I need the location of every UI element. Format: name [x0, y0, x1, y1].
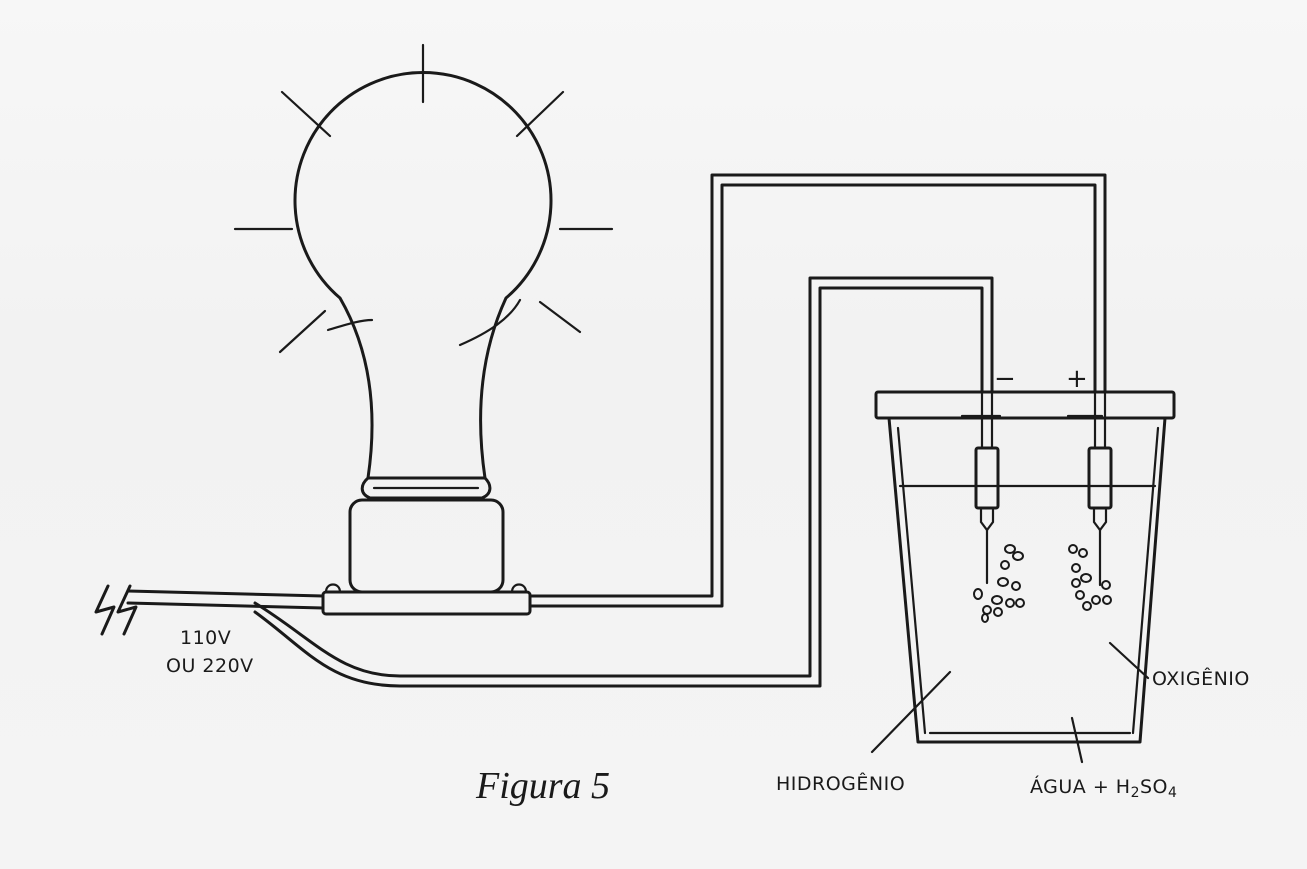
- hydrogen-bubbles: [973, 544, 1025, 623]
- light-bulb: [293, 71, 553, 500]
- solution-subscript-2: 4: [1168, 785, 1178, 801]
- solution-subscript-1: 2: [1130, 785, 1140, 801]
- lamp-socket: [321, 498, 532, 616]
- figure-caption: Figura 5: [476, 765, 611, 807]
- electrolysis-cell: [874, 390, 1176, 744]
- oxygen-label: OXIGÊNIO: [1152, 668, 1250, 690]
- negative-sign: −: [994, 364, 1016, 394]
- hydrogen-label: HIDROGÊNIO: [776, 773, 906, 795]
- leader-lines: [870, 641, 1150, 764]
- voltage-line-2: OU 220V: [166, 655, 254, 677]
- solution-label: ÁGUA + H2SO4: [1030, 776, 1177, 801]
- voltage-line-1: 110V: [180, 627, 232, 649]
- mains-cable: [94, 584, 325, 636]
- light-rays: [233, 43, 614, 354]
- negative-wire: [253, 276, 994, 688]
- oxygen-bubbles: [1068, 544, 1112, 611]
- positive-sign: +: [1066, 364, 1088, 394]
- solution-prefix: ÁGUA + H: [1030, 776, 1131, 798]
- solution-mid: SO: [1140, 776, 1169, 798]
- positive-wire: [528, 173, 1107, 608]
